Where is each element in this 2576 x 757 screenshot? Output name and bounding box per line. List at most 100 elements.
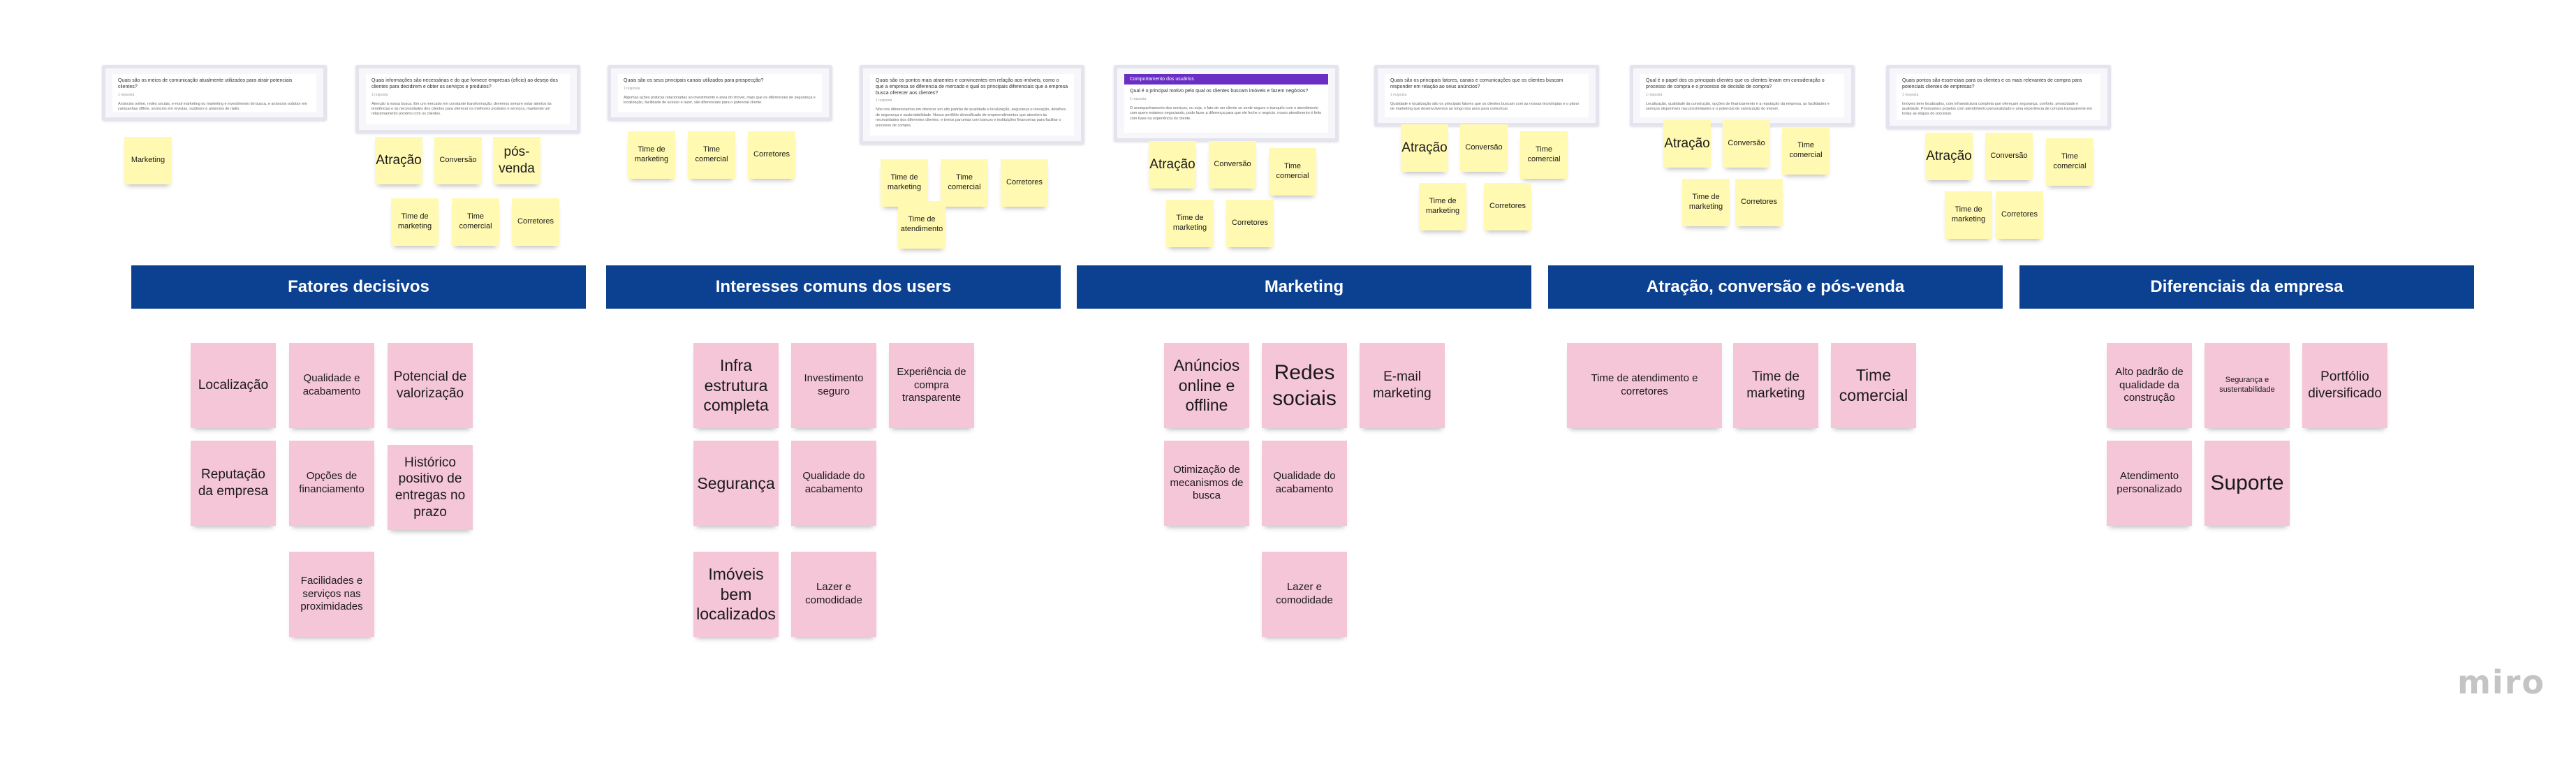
sticky-note[interactable]: Facilidades e serviços nas proximidades — [289, 552, 374, 637]
question-text: Qual é o papel dos os principais cliente… — [1646, 78, 1825, 89]
sticky-note[interactable]: Time comercial — [941, 159, 988, 207]
sticky-note[interactable]: Time comercial — [688, 131, 735, 179]
question-text: Quais são os seus principais canais util… — [624, 78, 764, 83]
sticky-note[interactable]: Atração — [1149, 141, 1196, 189]
sticky-note[interactable]: Opções de financiamento — [289, 441, 374, 526]
answer-text: Imóveis bem localizados, com infraestrut… — [1902, 101, 2093, 117]
sticky-note[interactable]: Conversão — [1460, 124, 1508, 172]
sticky-note[interactable]: Time comercial — [1520, 131, 1568, 179]
sticky-note[interactable]: Histórico positivo de entregas no prazo — [388, 445, 473, 530]
question-card[interactable]: Quais informações são necessárias e do q… — [355, 65, 580, 133]
question-text: Qual é o principal motivo pelo qual os c… — [1130, 89, 1309, 94]
category-header-fatores-decisivos[interactable]: Fatores decisivos — [131, 265, 586, 309]
sticky-note[interactable]: Corretores — [1484, 183, 1531, 230]
sticky-note[interactable]: pós-venda — [493, 137, 540, 184]
response-count: 1 resposta — [1130, 96, 1147, 101]
sticky-note[interactable]: Corretores — [1996, 191, 2043, 239]
answer-text: Nós nos diferenciamos em oferecer um alt… — [876, 108, 1066, 128]
sticky-note[interactable]: Time de marketing — [391, 198, 439, 246]
sticky-note[interactable]: Marketing — [124, 137, 172, 184]
question-card[interactable]: Quais são os pontos mais atraentes e con… — [860, 65, 1084, 145]
answer-text: Algumas ações práticas relacionadas ao i… — [624, 95, 816, 105]
category-header-diferenciais[interactable]: Diferenciais da empresa — [2019, 265, 2474, 309]
sticky-note[interactable]: Qualidade do acabamento — [791, 441, 876, 526]
question-card[interactable]: Quais são os meios de comunicação atualm… — [102, 65, 327, 121]
sticky-note[interactable]: Anúncios online e offline — [1164, 343, 1249, 428]
category-header-atracao-conversao[interactable]: Atração, conversão e pós-venda — [1548, 265, 2003, 309]
sticky-note[interactable]: Atendimento personalizado — [2107, 441, 2192, 526]
answer-text: O acompanhamento dos serviços, ou seja, … — [1130, 105, 1322, 121]
sticky-note[interactable]: Alto padrão de qualidade da construção — [2107, 343, 2192, 428]
sticky-note[interactable]: Lazer e comodidade — [1262, 552, 1347, 637]
sticky-note[interactable]: Qualidade e acabamento — [289, 343, 374, 428]
sticky-note[interactable]: Time comercial — [1831, 343, 1916, 428]
sticky-note[interactable]: E-mail marketing — [1360, 343, 1445, 428]
response-count: 1 resposta — [1902, 92, 1919, 97]
sticky-note[interactable]: Conversão — [1985, 133, 2033, 180]
sticky-note[interactable]: Time de marketing — [1419, 183, 1466, 230]
sticky-note[interactable]: Corretores — [748, 131, 795, 179]
sticky-note[interactable]: Time de atendimento e corretores — [1567, 343, 1722, 428]
question-text: Quais são os pontos mais atraentes e con… — [876, 78, 1068, 96]
sticky-note[interactable]: Time comercial — [1782, 127, 1830, 175]
response-count: 1 resposta — [1646, 92, 1663, 97]
sticky-note[interactable]: Time comercial — [452, 198, 499, 246]
sticky-note[interactable]: Atração — [1925, 133, 1973, 180]
sticky-note[interactable]: Time de marketing — [628, 131, 675, 179]
sticky-note[interactable]: Atração — [1663, 120, 1711, 168]
question-text: Quais pontos são essenciais para os clie… — [1902, 78, 2082, 89]
sticky-note[interactable]: Segurança e sustentabilidade — [2205, 343, 2290, 428]
category-header-marketing[interactable]: Marketing — [1077, 265, 1531, 309]
sticky-note[interactable]: Corretores — [1001, 159, 1048, 207]
sticky-note[interactable]: Time de marketing — [1945, 191, 1992, 239]
answer-text: Anúncios online, redes sociais, e-mail m… — [118, 101, 307, 111]
sticky-note[interactable]: Atração — [375, 137, 422, 184]
response-count: 1 resposta — [876, 98, 892, 103]
question-text: Quais informações são necessárias e do q… — [371, 78, 558, 89]
sticky-note[interactable]: Localização — [191, 343, 276, 428]
sticky-note[interactable]: Time comercial — [1269, 148, 1316, 196]
sticky-note[interactable]: Time comercial — [2046, 138, 2093, 186]
sticky-note[interactable]: Time de marketing — [1733, 343, 1818, 428]
question-text: Quais são os principais fatores, canais … — [1390, 78, 1563, 89]
sticky-note[interactable]: Lazer e comodidade — [791, 552, 876, 637]
sticky-note[interactable]: Conversão — [1209, 141, 1256, 189]
sticky-note[interactable]: Portfólio diversificado — [2302, 343, 2387, 428]
sticky-note[interactable]: Time de marketing — [881, 159, 928, 207]
sticky-note[interactable]: Time de marketing — [1166, 200, 1214, 247]
answer-text: Atenção à nossa busca. Em um mercado em … — [371, 101, 552, 117]
category-header-interesses-comuns[interactable]: Interesses comuns dos users — [606, 265, 1061, 309]
question-text: Quais são os meios de comunicação atualm… — [118, 78, 293, 89]
sticky-note[interactable]: Experiência de compra transparente — [889, 343, 974, 428]
sticky-note[interactable]: Time de marketing — [1682, 179, 1730, 226]
sticky-note[interactable]: Otimização de mecanismos de busca — [1164, 441, 1249, 526]
sticky-note[interactable]: Time de atendimento — [898, 201, 945, 249]
sticky-note[interactable]: Investimento seguro — [791, 343, 876, 428]
sticky-note[interactable]: Atração — [1401, 124, 1448, 172]
sticky-note[interactable]: Corretores — [1735, 179, 1783, 226]
sticky-note[interactable]: Infra estrutura completa — [693, 343, 779, 428]
response-count: 1 resposta — [624, 86, 640, 91]
sticky-note[interactable]: Qualidade do acabamento — [1262, 441, 1347, 526]
question-card[interactable]: Quais são os principais fatores, canais … — [1374, 65, 1599, 126]
question-card[interactable]: Quais pontos são essenciais para os clie… — [1886, 65, 2111, 129]
sticky-note[interactable]: Conversão — [1723, 120, 1770, 168]
sticky-note[interactable]: Conversão — [434, 137, 482, 184]
response-count: 1 resposta — [118, 92, 135, 97]
answer-text: Localização, qualidade da construção, op… — [1646, 101, 1830, 111]
sticky-note[interactable]: Corretores — [512, 198, 559, 246]
sticky-note[interactable]: Corretores — [1226, 200, 1274, 247]
answer-text: Qualidade e localização são os principai… — [1390, 101, 1579, 111]
question-card[interactable]: Quais são os seus principais canais util… — [608, 65, 832, 121]
sticky-note[interactable]: Imóveis bem localizados — [693, 552, 779, 637]
question-card[interactable]: Qual é o papel dos os principais cliente… — [1630, 65, 1855, 126]
sticky-note[interactable]: Redes sociais — [1262, 343, 1347, 428]
sticky-note[interactable]: Potencial de valorização — [388, 343, 473, 428]
sticky-note[interactable]: Suporte — [2205, 441, 2290, 526]
sticky-note[interactable]: Reputação da empresa — [191, 441, 276, 526]
response-count: 1 resposta — [1390, 92, 1407, 97]
miro-logo: miro — [2457, 663, 2545, 701]
sticky-note[interactable]: Segurança — [693, 441, 779, 526]
